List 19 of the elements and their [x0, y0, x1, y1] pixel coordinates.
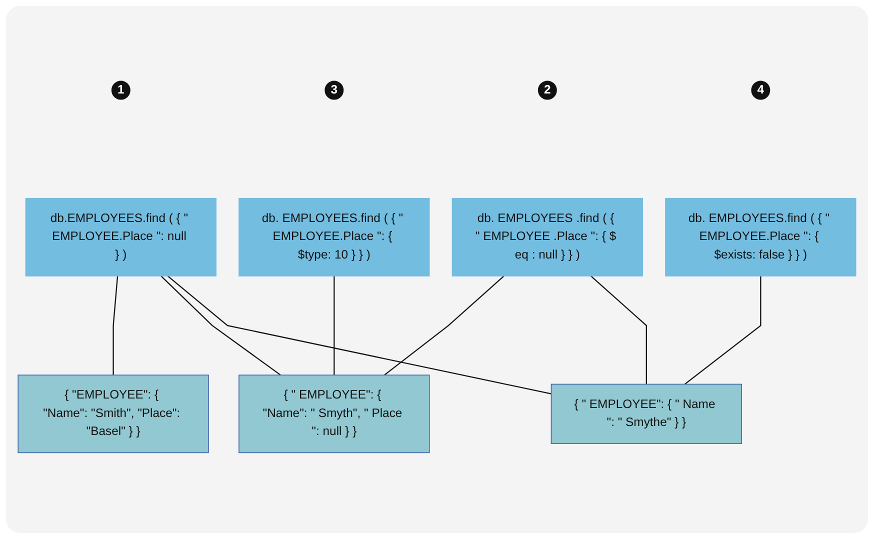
- panel-background: 1 db.EMPLOYEES.find ( { " EMPLOYEE.Place ": null } ) 2 db. EMPLOYEES .find ( { " EMPLOYEE .Place ": { $ eq : null } } ) 3 db. EMPLOYEES.find ( { " EMPLOYEE.Place ": { $type: 10 } } ) 4 db. EMPLOYEES.find ( { " EMPLOYEE.Place ": { $exists: false } } ) { "EMPLOYEE": { "Name": "Smith", "Place": "Basel" } } { " EMPLOYEE": { "Name": " Smyth", " Place ": null } } { " EMPLOYEE": { " Name ": " Smythe" } }: [6, 6, 868, 533]
- node-box: [25, 198, 216, 276]
- node-box: [18, 374, 209, 454]
- connector: [167, 276, 552, 394]
- connector: [334, 276, 335, 376]
- node-circle: [111, 80, 130, 100]
- node-circle: [324, 80, 344, 100]
- node-box: [550, 384, 742, 444]
- node-box: [238, 198, 430, 276]
- node-box: [665, 198, 856, 276]
- node-circle: [751, 80, 770, 100]
- connector: [160, 276, 281, 376]
- node-box: [238, 374, 430, 454]
- connector: [590, 276, 648, 384]
- connector: [112, 276, 118, 376]
- node-circle: [538, 80, 557, 100]
- node-box: [452, 198, 644, 276]
- connector: [384, 276, 504, 376]
- connector: [684, 276, 762, 385]
